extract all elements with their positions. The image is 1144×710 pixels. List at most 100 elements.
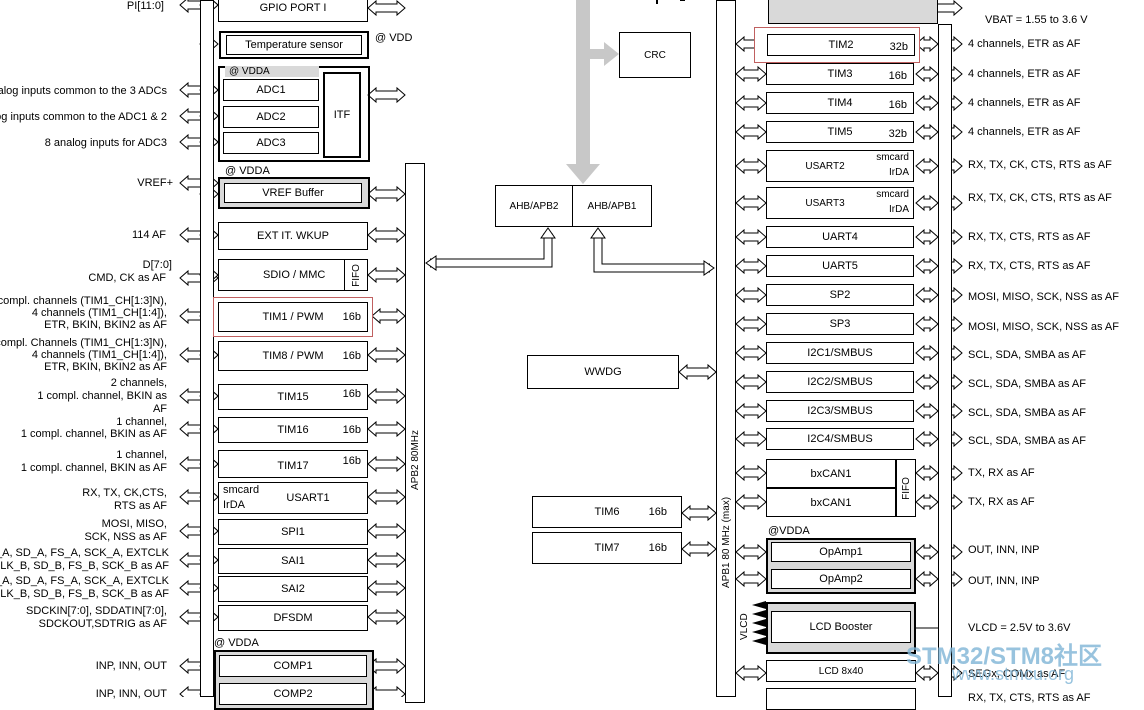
connector-90 (915, 373, 939, 391)
signal-tim17-a: 1 channel, (116, 449, 167, 461)
connector-133 (752, 619, 766, 627)
adc3-block: ADC3 (223, 132, 319, 154)
usart3-block: USART3 smcard IrDA (766, 187, 914, 219)
connector-119 (593, 233, 710, 273)
usart3-label: USART3 (805, 197, 845, 209)
connector-53 (367, 185, 406, 203)
tim17-label: TIM17 (277, 460, 309, 472)
dfsdm-block: DFSDM (218, 605, 368, 631)
signal-tim3: 4 channels, ETR as AF (968, 68, 1081, 80)
usart3-smcard: smcard (876, 189, 909, 200)
tim7-label: TIM7 (594, 542, 620, 554)
signal-lcd: SEGx, COMx as AF (968, 668, 1066, 680)
sdio-mmc-label: SDIO / MMC (263, 269, 326, 281)
i2c4-block: I2C4/SMBUS (766, 428, 914, 450)
signal-i2c4: SCL, SDA, SMBA as AF (968, 435, 1086, 447)
signal-opamp1: OUT, INN, INP (968, 544, 1040, 556)
connector-54 (367, 226, 406, 244)
signal-can-b: TX, RX as AF (968, 496, 1035, 508)
connector-84 (915, 315, 939, 333)
opamp2-block: OpAmp2 (771, 569, 911, 589)
connector-52 (367, 0, 406, 17)
vref-buffer-block: VREF Buffer (224, 183, 362, 203)
connector-41 (367, 387, 406, 405)
signal-sai1-b: CLK_B, SD_B, FS_B, SCK_B as AF (0, 560, 169, 572)
usart1-label: USART1 (286, 492, 330, 504)
connector-42 (367, 420, 406, 438)
sp3-block: SP3 (766, 313, 914, 335)
connector-115 (681, 504, 717, 522)
sai2-block: SAI2 (218, 576, 368, 602)
tim2-inner: TIM2 32b (767, 34, 915, 56)
connector-66 (915, 123, 939, 141)
connector-48 (367, 608, 406, 626)
gpio-port-i-block: GPIO PORT I (218, 0, 368, 22)
sp2-block: SP2 (766, 284, 914, 306)
connector-86 (735, 344, 767, 362)
signal-tim15-c: AF (152, 403, 167, 415)
lcd-block: LCD 8x40 (766, 660, 916, 682)
connector-60 (915, 65, 939, 83)
connector-116 (681, 540, 717, 558)
vdda-label-vref: @ VDDA (225, 165, 270, 177)
tim4-label: TIM4 (827, 97, 853, 109)
wwdg-block: WWDG (527, 355, 679, 389)
tim1-inner: TIM1 / PWM 16b (218, 302, 368, 332)
signal-usart3: RX, TX, CK, CTS, RTS as AF (968, 192, 1112, 204)
connector-47 (367, 579, 406, 597)
connector-135 (752, 637, 766, 645)
signal-114af: 114 AF (131, 229, 166, 241)
connector-89 (735, 373, 767, 391)
vdda-label-adc: @ VDDA (225, 66, 319, 77)
tim15-block: TIM15 16b (218, 384, 368, 410)
sdio-fifo-label: FIFO (350, 263, 362, 287)
signal-usart1-b: RTS as AF (114, 500, 167, 512)
signal-tim4: 4 channels, ETR as AF (968, 97, 1081, 109)
signal-spi1-a: MOSI, MISO, (101, 518, 167, 530)
bxcan1-b-block: bxCAN1 (766, 488, 896, 517)
signal-tim8-c: ETR, BKIN, BKIN2 as AF (44, 361, 167, 373)
i2c3-block: I2C3/SMBUS (766, 400, 914, 422)
tim2-label: TIM2 (828, 39, 854, 51)
watermark-url: www.stmcu.org (952, 664, 1075, 684)
connector-87 (915, 344, 939, 362)
signal-adc-common-12: og inputs common to the ADC1 & 2 (0, 111, 167, 123)
connector-71 (735, 194, 767, 212)
vdd-label-temp: @ VDD (375, 32, 413, 44)
signal-i2c2: SCL, SDA, SMBA as AF (968, 378, 1086, 390)
spi1-block: SPI1 (218, 519, 368, 545)
connector-63 (915, 94, 939, 112)
connector-78 (915, 257, 939, 275)
sai1-block: SAI1 (218, 548, 368, 574)
can-fifo-label: FIFO (900, 476, 912, 500)
adc2-block: ADC2 (223, 106, 319, 128)
ahb-apb2-block: AHB/APB2 (495, 185, 573, 227)
connector-120 (594, 233, 710, 272)
signal-tim17-b: 1 compl. channel, BKIN as AF (20, 462, 167, 474)
signal-i2c1: SCL, SDA, SMBA as AF (968, 349, 1086, 361)
connector-129 (656, 0, 658, 4)
usart1-block: smcard IrDA USART1 (218, 482, 368, 514)
signal-can-a: TX, RX as AF (968, 467, 1035, 479)
signal-uart5: RX, TX, CTS, RTS as AF (968, 260, 1091, 272)
signal-tim1-c: ETR, BKIN, BKIN2 as AF (44, 319, 167, 331)
connector-98 (735, 464, 767, 482)
i2c2-block: I2C2/SMBUS (766, 371, 914, 393)
tim5-bits: 32b (888, 128, 907, 140)
signal-usart1-a: RX, TX, CK,CTS, (82, 487, 167, 499)
connector-72 (915, 194, 939, 212)
connector-101 (735, 493, 767, 511)
connector-80 (735, 286, 767, 304)
tim16-bits: 16b (342, 424, 361, 436)
signal-d70: D[7:0] (142, 259, 172, 271)
usart1-irda: IrDA (223, 499, 245, 511)
connector-77 (735, 257, 767, 275)
connector-39 (371, 307, 406, 325)
connector-132 (752, 610, 766, 618)
tim15-bits: 16b (342, 388, 361, 400)
signal-sai1-a: _A, SD_A, FS_A, SCK_A, EXTCLK (0, 547, 169, 559)
signal-sp2: MOSI, MISO, SCK, NSS as AF (968, 291, 1119, 303)
signal-tim1-a: compl. channels (TIM1_CH[1:3]N), (0, 295, 167, 307)
connector-92 (735, 402, 767, 420)
tim5-block: TIM5 32b (766, 121, 914, 143)
